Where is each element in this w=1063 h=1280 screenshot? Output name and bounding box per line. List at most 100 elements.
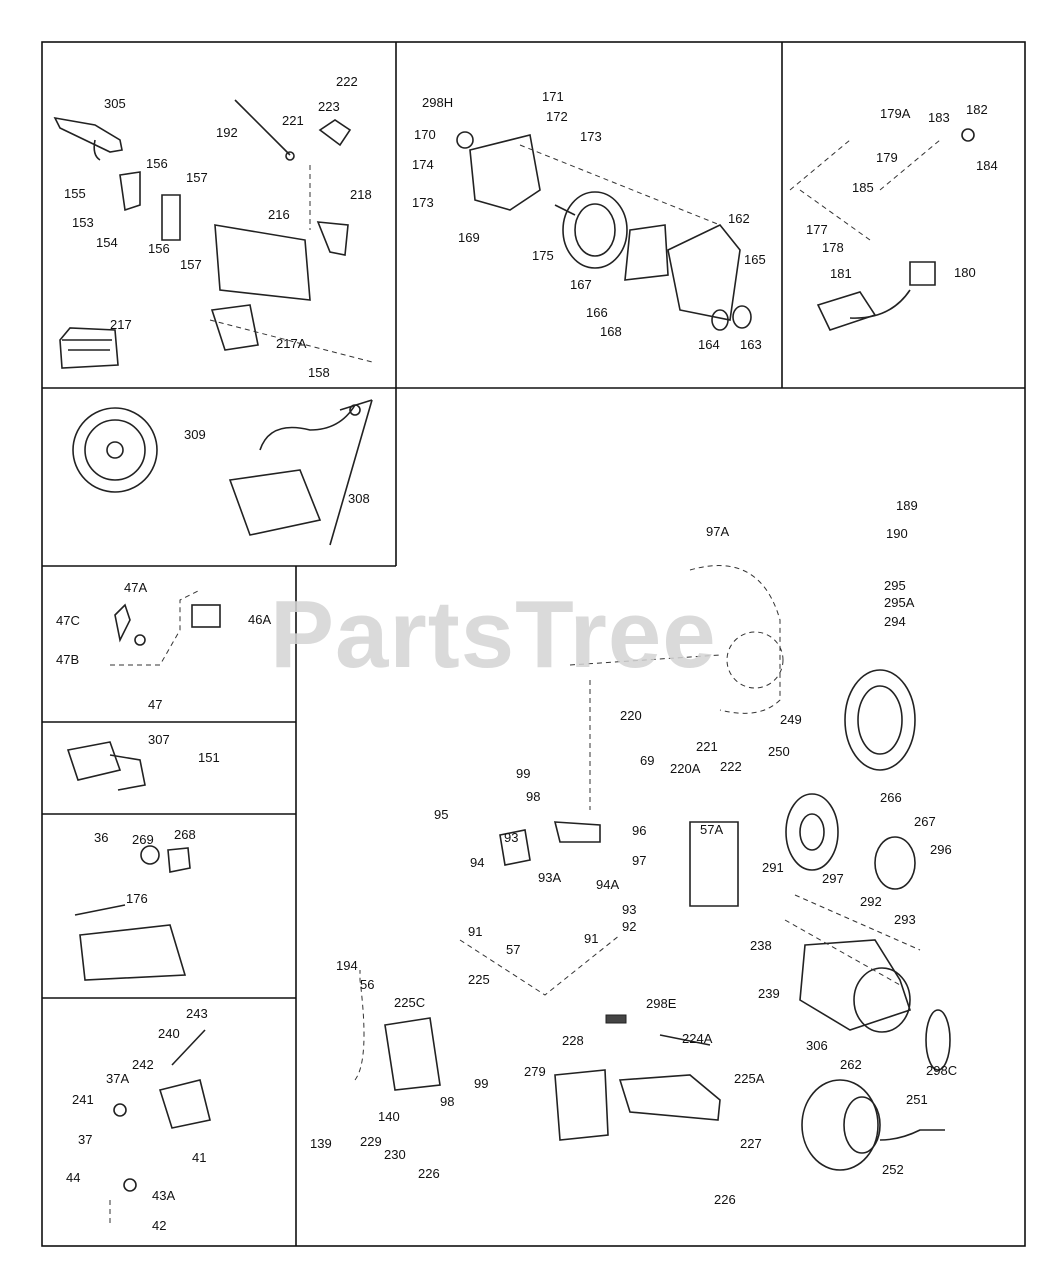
callout-220A: 220A <box>670 761 701 776</box>
callout-139: 139 <box>310 1136 332 1151</box>
callout-192: 192 <box>216 125 238 140</box>
callout-297: 297 <box>822 871 844 886</box>
callout-292: 292 <box>860 894 882 909</box>
callout-295A: 295A <box>884 595 915 610</box>
callout-170: 170 <box>414 127 436 142</box>
callout-183: 183 <box>928 110 950 125</box>
callout-92: 92 <box>622 919 637 934</box>
callout-250: 250 <box>768 744 790 759</box>
callout-266: 266 <box>880 790 902 805</box>
callout-173: 173 <box>412 195 434 210</box>
callout-269: 269 <box>132 832 154 847</box>
callout-217: 217 <box>110 317 132 332</box>
callout-217A: 217A <box>276 336 307 351</box>
callout-163: 163 <box>740 337 762 352</box>
callout-222: 222 <box>720 759 742 774</box>
callout-182: 182 <box>966 102 988 117</box>
callout-169: 169 <box>458 230 480 245</box>
callout-157: 157 <box>180 257 202 272</box>
callout-298E: 298E <box>646 996 677 1011</box>
callout-91: 91 <box>584 931 599 946</box>
callout-220: 220 <box>620 708 642 723</box>
callout-227: 227 <box>740 1136 762 1151</box>
panel-ignition-illustration <box>789 128 975 331</box>
watermark: PartsTree <box>270 581 717 688</box>
panel-controls-illustration <box>53 99 373 369</box>
callout-158: 158 <box>308 365 330 380</box>
callout-243: 243 <box>186 1006 208 1021</box>
callout-179: 179 <box>876 150 898 165</box>
callout-155: 155 <box>64 186 86 201</box>
callout-296: 296 <box>930 842 952 857</box>
callout-221: 221 <box>696 739 718 754</box>
callout-308: 308 <box>348 491 370 506</box>
callout-47: 47 <box>148 697 163 712</box>
callout-46A: 46A <box>248 612 272 627</box>
callout-293: 293 <box>894 912 916 927</box>
callout-189: 189 <box>896 498 918 513</box>
callout-140: 140 <box>378 1109 400 1124</box>
callout-298H: 298H <box>422 95 454 110</box>
callout-179A: 179A <box>880 106 911 121</box>
callout-252: 252 <box>882 1162 904 1177</box>
callout-96: 96 <box>632 823 647 838</box>
callout-36: 36 <box>94 830 109 845</box>
callout-166: 166 <box>586 305 608 320</box>
callout-181: 181 <box>830 266 852 281</box>
callout-194: 194 <box>336 958 358 973</box>
callout-98: 98 <box>440 1094 455 1109</box>
callout-93A: 93A <box>538 870 562 885</box>
callout-225: 225 <box>468 972 490 987</box>
callout-153: 153 <box>72 215 94 230</box>
callout-279: 279 <box>524 1064 546 1079</box>
callout-229: 229 <box>360 1134 382 1149</box>
callout-93: 93 <box>622 902 637 917</box>
callout-184: 184 <box>976 158 998 173</box>
callout-151: 151 <box>198 750 220 765</box>
callout-294: 294 <box>884 614 906 629</box>
callout-172: 172 <box>546 109 568 124</box>
callout-306: 306 <box>806 1038 828 1053</box>
callout-178: 178 <box>822 240 844 255</box>
callout-162: 162 <box>728 211 750 226</box>
callout-225C: 225C <box>394 995 426 1010</box>
callout-157: 157 <box>186 170 208 185</box>
callout-37A: 37A <box>106 1071 130 1086</box>
panel-alternator-illustration <box>456 131 752 331</box>
callout-242: 242 <box>132 1057 154 1072</box>
callout-167: 167 <box>570 277 592 292</box>
callout-309: 309 <box>184 427 206 442</box>
callout-241: 241 <box>72 1092 94 1107</box>
callout-156: 156 <box>148 241 170 256</box>
callout-168: 168 <box>600 324 622 339</box>
callout-221: 221 <box>282 113 304 128</box>
callout-94: 94 <box>470 855 485 870</box>
callout-57: 57 <box>506 942 521 957</box>
callout-156: 156 <box>146 156 168 171</box>
callout-43A: 43A <box>152 1188 176 1203</box>
callout-298C: 298C <box>926 1063 958 1078</box>
callout-225A: 225A <box>734 1071 765 1086</box>
panel-flywheel-illustration <box>72 399 373 546</box>
callout-47A: 47A <box>124 580 148 595</box>
callout-267: 267 <box>914 814 936 829</box>
callout-171: 171 <box>542 89 564 104</box>
callout-41: 41 <box>192 1150 207 1165</box>
diagram-border <box>41 41 1026 1247</box>
callout-57A: 57A <box>700 822 724 837</box>
callout-91: 91 <box>468 924 483 939</box>
callout-175: 175 <box>532 248 554 263</box>
callout-305: 305 <box>104 96 126 111</box>
panel-engine-illustration <box>354 565 951 1171</box>
callout-180: 180 <box>954 265 976 280</box>
callout-185: 185 <box>852 180 874 195</box>
callout-222: 222 <box>336 74 358 89</box>
callout-240: 240 <box>158 1026 180 1041</box>
callout-94A: 94A <box>596 877 620 892</box>
callout-218: 218 <box>350 187 372 202</box>
callout-224A: 224A <box>682 1031 713 1046</box>
callout-176: 176 <box>126 891 148 906</box>
callout-97A: 97A <box>706 524 730 539</box>
callout-251: 251 <box>906 1092 928 1107</box>
